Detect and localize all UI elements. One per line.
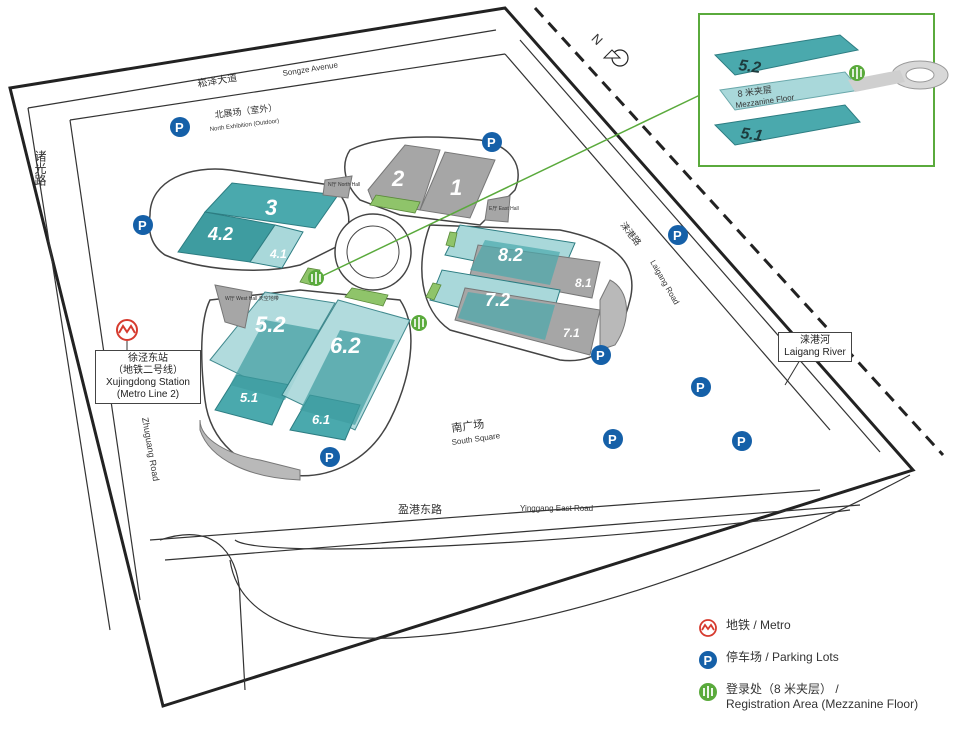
svg-text:P: P <box>175 120 184 135</box>
north-hall <box>322 175 353 199</box>
hall-7-1-label: 7.1 <box>563 326 580 340</box>
north-hall-label: N厅 North Hall <box>328 182 360 188</box>
inset-upper-floor <box>713 34 860 76</box>
legend-registration: 登录处（8 米夹层） / Registration Area (Mezzanin… <box>698 682 948 712</box>
svg-text:P: P <box>487 135 496 150</box>
hall-5-1-label: 5.1 <box>240 390 258 405</box>
svg-text:P: P <box>737 434 746 449</box>
metro-station-label: 徐泾东站 （地铁二号线） Xujingdong Station (Metro L… <box>95 350 201 404</box>
legend-parking: P 停车场 / Parking Lots <box>698 650 948 670</box>
river-pointer <box>784 359 801 386</box>
parking-icon: P <box>732 431 752 451</box>
parking-icon: P <box>482 132 502 152</box>
parking-icon: P <box>320 447 340 467</box>
registration-icon <box>411 315 427 331</box>
legend-metro-text: 地铁 / Metro <box>726 618 791 632</box>
parking-icon: P <box>699 651 717 669</box>
hall-6-1-label: 6.1 <box>312 412 330 427</box>
hall-4-2-label: 4.2 <box>207 224 233 244</box>
hall-2-label: 2 <box>391 166 405 191</box>
hall-1-label: 1 <box>450 175 462 200</box>
hall-8-1-label: 8.1 <box>575 276 592 290</box>
inset-pointer-line <box>317 94 701 279</box>
hall-4-1 <box>249 224 304 269</box>
parking-icon: P <box>668 225 688 245</box>
svg-text:P: P <box>696 380 705 395</box>
parking-markers: P P P P P P P P P <box>133 117 752 467</box>
inset-lower-label: 5.1 <box>739 125 763 145</box>
svg-text:P: P <box>325 450 334 465</box>
legend-registration-text: 登录处（8 米夹层） / Registration Area (Mezzanin… <box>726 682 918 712</box>
map-legend: 地铁 / Metro P 停车场 / Parking Lots 登录处（8 米夹… <box>698 618 948 724</box>
road-yinggang-cn: 盈港东路 <box>398 503 442 516</box>
river-label-cn: 涞港河 <box>800 335 830 346</box>
hall-7-2-label: 7.2 <box>485 290 510 310</box>
hall-6-2-label: 6.2 <box>330 333 361 358</box>
hall-6-2-floor <box>300 330 395 425</box>
svg-text:P: P <box>673 228 682 243</box>
river-dashed-line <box>533 6 945 457</box>
road-lines <box>27 29 911 691</box>
river-label: 涞港河 Laigang River <box>778 332 852 362</box>
legend-metro: 地铁 / Metro <box>698 618 948 638</box>
hall-4-1-label: 4.1 <box>269 247 287 261</box>
metro-station-line1: 徐泾东站 <box>128 353 168 364</box>
metro-station-line3: Xujingdong Station <box>106 377 190 388</box>
river-label-en: Laigang River <box>784 347 846 358</box>
parking-icon: P <box>691 377 711 397</box>
legend-parking-text: 停车场 / Parking Lots <box>726 650 839 664</box>
west-hall-label: W厅 West Hall 天空地带 <box>225 295 279 302</box>
svg-text:P: P <box>596 348 605 363</box>
svg-text:P: P <box>704 653 713 668</box>
metro-station-line4: (Metro Line 2) <box>116 389 180 400</box>
inset-lower-floor <box>713 104 861 146</box>
metro-icon <box>116 319 138 341</box>
inset-mezz-cn: 8 米夹层 <box>737 83 773 99</box>
metro-station-line2: （地铁二号线） <box>113 365 183 376</box>
parking-icon: P <box>603 429 623 449</box>
east-hall-label: E厅 East Hall <box>489 206 519 212</box>
inset-upper-label: 5.2 <box>737 57 761 77</box>
hall-8-2-label: 8.2 <box>498 245 523 265</box>
registration-icon <box>699 683 717 701</box>
hall-8-2-floor <box>470 240 560 285</box>
road-yinggang-en: Yinggang East Road <box>520 504 593 513</box>
parking-icon: P <box>133 215 153 235</box>
parking-icon: P <box>591 345 611 365</box>
east-hall <box>484 195 511 223</box>
metro-icon <box>699 619 717 637</box>
parking-icon: P <box>170 117 190 137</box>
road-zhuguang-cn: 诸光路 <box>33 150 47 187</box>
hall-5-2-floor <box>230 320 320 400</box>
legend-registration-line2: Registration Area (Mezzanine Floor) <box>726 697 919 711</box>
svg-text:P: P <box>608 432 617 447</box>
svg-text:P: P <box>138 218 147 233</box>
mezzanine-inset: 5.2 8 米夹层 Mezzanine Floor 5.1 <box>698 13 949 167</box>
registration-icon <box>308 270 324 286</box>
compass-north-label: N <box>589 31 606 48</box>
south-square-cn: 南广场 <box>450 417 485 435</box>
hall-7-2-floor <box>458 292 555 340</box>
west-hall <box>214 284 253 329</box>
compass-icon: N <box>589 31 629 67</box>
hall-3-label: 3 <box>265 195 277 220</box>
hall-2 <box>367 144 441 211</box>
hall-5-2-label: 5.2 <box>255 312 286 337</box>
legend-registration-line1: 登录处（8 米夹层） / <box>726 682 839 696</box>
